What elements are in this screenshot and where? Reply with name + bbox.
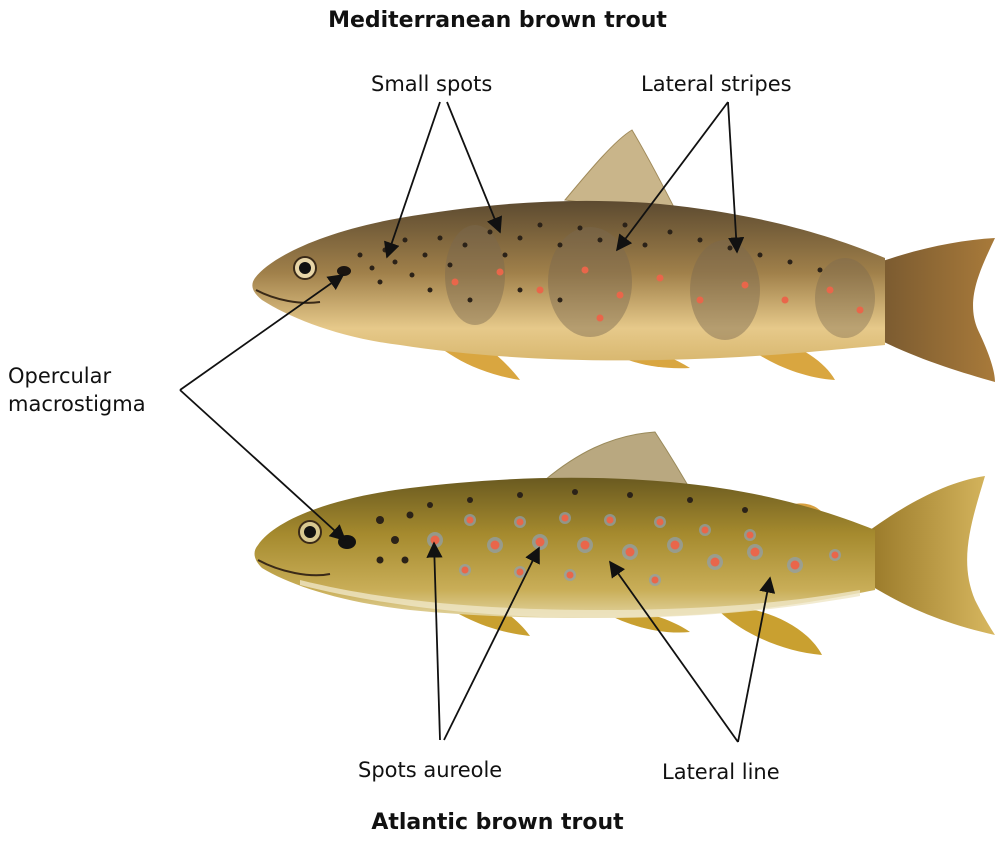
atl-anal-fin <box>720 608 822 655</box>
opercular-macrostigma-label: Opercular macrostigma <box>8 362 146 418</box>
med-tail-fin <box>880 238 995 382</box>
atlantic-trout-figure <box>255 432 995 655</box>
med-lateral-stripe <box>815 258 875 338</box>
atlantic-title: Atlantic brown trout <box>0 810 995 835</box>
med-lateral-stripe <box>445 225 505 325</box>
mediterranean-title: Mediterranean brown trout <box>0 8 995 33</box>
opercular-label-line2: macrostigma <box>8 390 146 418</box>
med-opercular-spot <box>337 266 351 276</box>
atl-tail-fin <box>870 476 995 635</box>
mediterranean-trout-figure <box>252 130 995 382</box>
annotation-arrows <box>180 102 770 742</box>
lateral-line-label: Lateral line <box>662 760 780 784</box>
small-spots-label: Small spots <box>371 72 492 96</box>
arrow-opercular-2 <box>180 390 345 540</box>
opercular-label-line1: Opercular <box>8 362 146 390</box>
lateral-stripes-label: Lateral stripes <box>641 72 792 96</box>
med-lateral-stripe <box>690 240 760 340</box>
spots-aureole-label: Spots aureole <box>358 758 502 782</box>
